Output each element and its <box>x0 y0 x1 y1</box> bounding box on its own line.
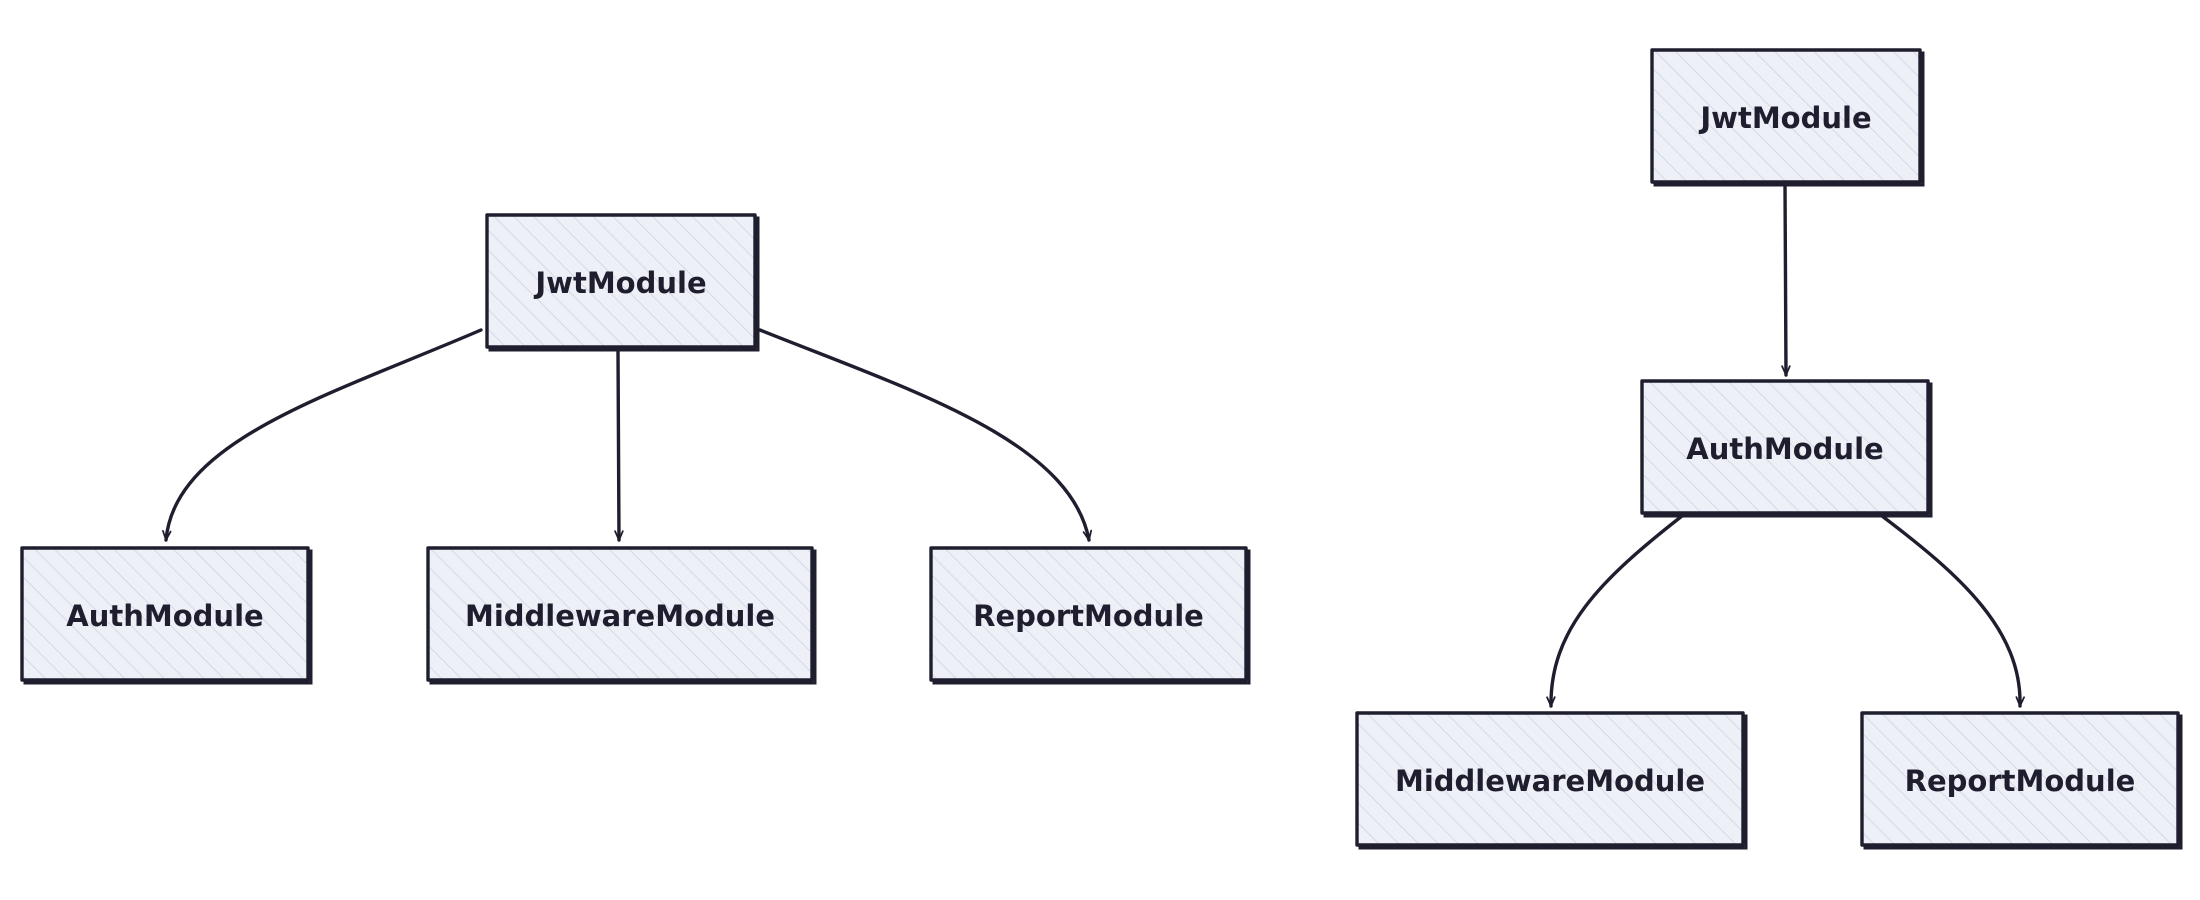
edge-auth-to-report <box>1880 514 2025 708</box>
node-hatch <box>1862 713 2178 845</box>
node-middleware[interactable]: MiddlewareModule <box>1355 711 1748 850</box>
node-report[interactable]: ReportModule <box>1860 711 2183 850</box>
node-border <box>1650 48 1922 184</box>
node-jwt[interactable]: JwtModule <box>485 213 760 352</box>
node-label-auth: AuthModule <box>1686 432 1883 466</box>
node-hatch <box>22 548 308 680</box>
diagram-chained <box>1546 183 2025 708</box>
edge-jwt-to-auth <box>162 328 483 542</box>
node-border <box>426 546 814 682</box>
node-middleware[interactable]: MiddlewareModule <box>426 546 817 685</box>
node-label-middleware: MiddlewareModule <box>465 599 775 633</box>
node-border <box>929 546 1248 682</box>
node-hatch <box>1357 713 1743 845</box>
node-auth[interactable]: AuthModule <box>1640 379 1933 518</box>
node-hatch <box>1642 381 1928 513</box>
node-border <box>1355 711 1745 847</box>
node-report[interactable]: ReportModule <box>929 546 1251 685</box>
node-border <box>1640 379 1930 515</box>
edge-jwt-to-middleware <box>614 349 624 542</box>
node-label-middleware: MiddlewareModule <box>1395 764 1705 798</box>
node-jwt[interactable]: JwtModule <box>1650 48 1925 187</box>
node-label-report: ReportModule <box>1905 764 2136 798</box>
node-hatch <box>487 215 755 347</box>
node-hatch <box>428 548 812 680</box>
node-label-report: ReportModule <box>973 599 1204 633</box>
node-auth[interactable]: AuthModule <box>20 546 313 685</box>
node-hatch <box>931 548 1246 680</box>
node-border <box>1860 711 2180 847</box>
diagram-flat <box>162 328 1093 542</box>
edge-jwt-to-report <box>758 328 1093 542</box>
node-label-jwt: JwtModule <box>1698 101 1871 135</box>
node-border <box>20 546 310 682</box>
node-hatch <box>1652 50 1920 182</box>
node-label-jwt: JwtModule <box>533 266 706 300</box>
edge-auth-to-middleware <box>1546 514 1684 708</box>
node-label-auth: AuthModule <box>66 599 263 633</box>
edges-layer <box>162 183 2025 708</box>
edge-jwt-to-auth <box>1781 183 1791 377</box>
node-border <box>485 213 757 349</box>
